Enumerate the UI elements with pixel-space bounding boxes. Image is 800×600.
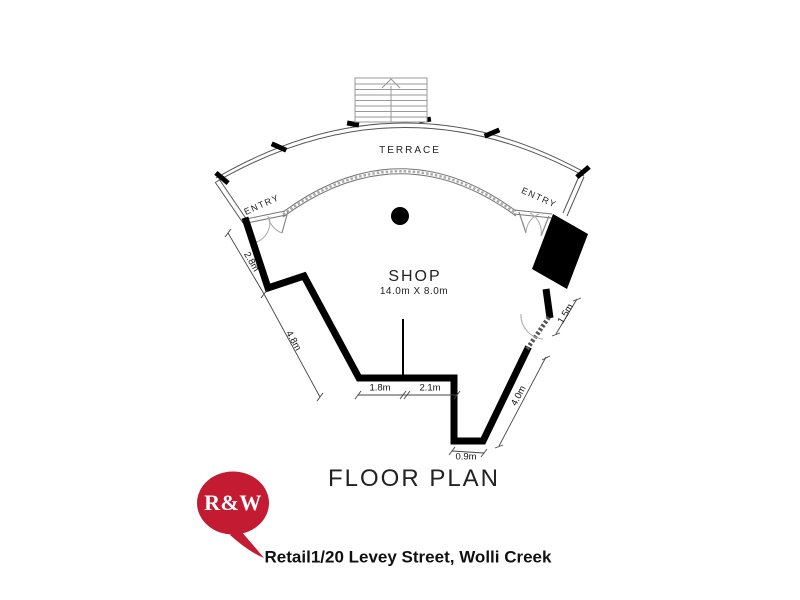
logo-bubble — [197, 471, 269, 558]
shop-label: SHOP — [388, 268, 442, 285]
service-block — [532, 214, 588, 289]
dimension-bottom-notch: 0.9m — [455, 451, 477, 463]
property-address: Retail1/20 Levey Street, Wolli Creek — [264, 547, 552, 567]
logo-text: R&W — [204, 490, 262, 515]
logo-bubble-tail — [230, 530, 264, 558]
stair-direction-arrow-icon — [381, 78, 401, 89]
page-title: FLOOR PLAN — [327, 465, 501, 492]
dimension-bottom-inner-right: 2.1m — [419, 382, 441, 394]
entry-door-right — [513, 209, 553, 237]
dimension-lines — [224, 228, 582, 458]
shop-size-label: 14.0m X 8.0m — [379, 286, 449, 297]
terrace-label: TERRACE — [379, 145, 441, 156]
side-door-right — [520, 313, 551, 351]
shop-walls — [241, 216, 554, 445]
glazed-curved-wall — [282, 168, 517, 218]
dimension-bottom-inner-left: 1.8m — [369, 382, 391, 394]
staircase — [354, 77, 428, 123]
terrace-outer-wall — [214, 122, 585, 224]
column — [391, 207, 409, 225]
